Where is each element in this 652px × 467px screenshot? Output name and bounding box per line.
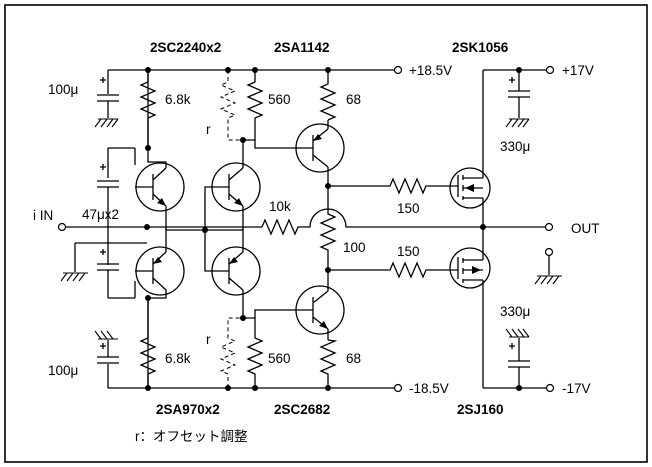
r-feedback-10k — [261, 208, 483, 236]
label-2sc2240: 2SC2240x2 — [150, 40, 221, 55]
cap-100u-top — [94, 70, 119, 128]
label-r-6k8-bottom: 6.8k — [165, 351, 191, 366]
q-vas-bottom — [254, 270, 345, 388]
input-ground — [60, 242, 147, 282]
r-gate-top — [328, 177, 447, 195]
label-note: r：オフセット調整 — [135, 429, 248, 444]
frame-border — [4, 4, 648, 463]
r-560-top — [243, 70, 264, 141]
cap-100u-bottom — [94, 330, 119, 388]
pos-rail-terminal — [393, 65, 403, 75]
label-cap-47u: 47μx2 — [82, 207, 119, 222]
input-caps — [97, 147, 135, 299]
label-cap-330u-top: 330μ — [500, 139, 530, 154]
label-r-100: 100 — [343, 240, 366, 255]
q-top-right — [211, 140, 261, 230]
label-r-68-top: 68 — [346, 92, 361, 107]
neg17-terminal — [545, 383, 555, 393]
q-vas-top — [254, 70, 345, 186]
label-r-560-top: 560 — [268, 92, 291, 107]
label-neg-17v: -17V — [562, 381, 591, 396]
label-2sk1056: 2SK1056 — [452, 40, 509, 55]
neg-rail-terminal — [393, 383, 403, 393]
label-r-trim-top: r — [206, 122, 211, 137]
cap-330u-bottom — [505, 328, 530, 368]
mos-pos-rail — [483, 69, 546, 91]
label-r-150-bottom: 150 — [397, 244, 420, 259]
label-pos-17v: +17V — [562, 63, 594, 78]
label-2sc2682: 2SC2682 — [274, 402, 330, 417]
label-r-10k: 10k — [269, 199, 291, 214]
label-cap-100u-top: 100μ — [48, 82, 78, 97]
label-output: OUT — [571, 221, 600, 236]
r-560-bottom — [243, 317, 264, 388]
output-terminal — [544, 222, 554, 232]
r-trim-top — [219, 70, 243, 141]
label-cap-330u-bottom: 330μ — [500, 304, 530, 319]
q-bot-left — [135, 228, 185, 299]
label-2sj160: 2SJ160 — [457, 402, 504, 417]
label-2sa1142: 2SA1142 — [274, 40, 330, 55]
q-bot-right — [211, 228, 261, 318]
label-pos-18v: +18.5V — [409, 63, 452, 78]
label-r-150-top: 150 — [397, 201, 420, 216]
label-r-560-bottom: 560 — [268, 351, 291, 366]
label-neg-18v: -18.5V — [409, 381, 449, 396]
output-gnd-terminal — [544, 247, 554, 257]
label-r-6k8-top: 6.8k — [165, 92, 191, 107]
cap-330u-top — [505, 77, 530, 128]
output-ground-icon — [534, 275, 562, 285]
mos-neg-rail — [483, 367, 546, 389]
bot-pair-tail — [204, 228, 211, 272]
r-gate-bottom — [328, 261, 447, 279]
junction-dots — [144, 67, 522, 391]
label-cap-100u-bottom: 100μ — [48, 363, 78, 378]
mos-top — [447, 70, 491, 227]
q-top-left — [135, 148, 185, 230]
input-terminal — [57, 222, 67, 232]
r-trim-bottom — [219, 317, 243, 388]
pos17-terminal — [545, 65, 555, 75]
r-bias-100 — [319, 186, 337, 270]
r-6k8-top — [139, 70, 157, 148]
mos-bottom — [447, 227, 491, 388]
label-r-68-bottom: 68 — [346, 351, 361, 366]
label-input: i IN — [33, 208, 53, 223]
top-pair-tail — [166, 186, 243, 231]
label-r-trim-bottom: r — [206, 332, 211, 347]
label-2sa970: 2SA970x2 — [156, 402, 220, 417]
r-6k8-bottom — [139, 298, 157, 388]
